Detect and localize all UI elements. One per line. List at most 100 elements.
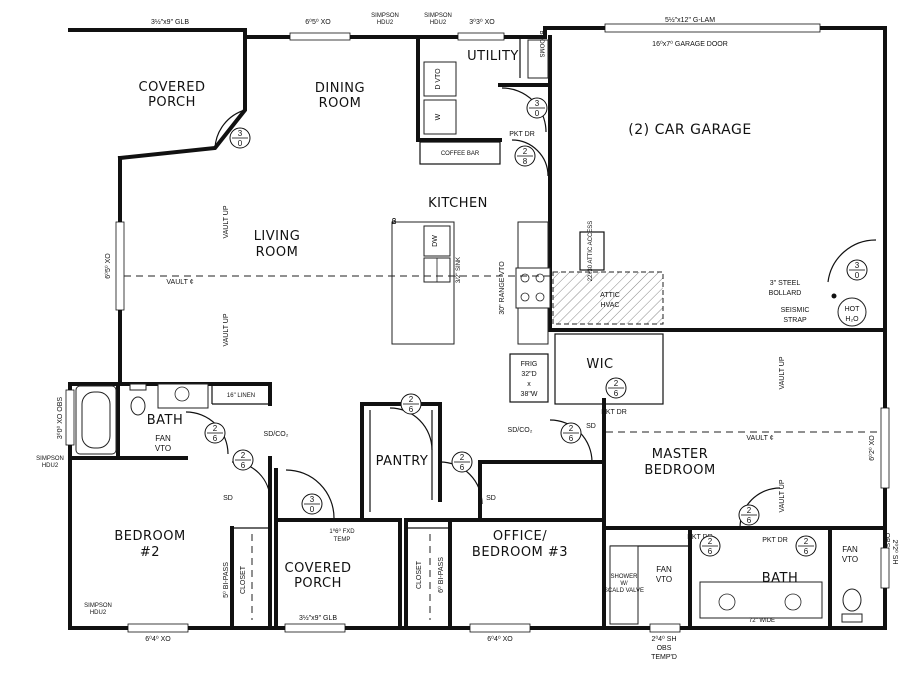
label-bath-window: 3⁰0⁰ XO OBS <box>56 397 64 440</box>
door-tag: 26 <box>795 535 817 557</box>
label-vanity-width: 72" WIDE <box>749 618 775 624</box>
label-vto-master-2: VTO <box>842 555 858 564</box>
door-tag: 30 <box>229 127 251 149</box>
door-tag: 26 <box>699 535 721 557</box>
dishwasher <box>423 225 451 257</box>
label-simpson-top-2b: HDU2 <box>430 20 447 26</box>
label-seismic-2: STRAP <box>783 317 807 324</box>
label-top-window-2: 3⁰3⁰ XO <box>469 18 495 26</box>
vanity-left <box>157 383 209 409</box>
label-brooms: BROOMS <box>538 31 544 58</box>
room-pantry: PANTRY <box>376 454 429 469</box>
toilet-left <box>130 396 146 416</box>
label-bollard-1: 3" STEEL <box>770 280 801 287</box>
label-bottom-sh-3: TEMP'D <box>651 654 677 661</box>
svg-text:6: 6 <box>392 217 397 226</box>
label-fan-master-1: FAN <box>656 565 672 574</box>
door-tag: 26 <box>400 393 422 415</box>
label-sh-window-2: OBS <box>883 533 890 548</box>
room-living-2: ROOM <box>256 245 299 260</box>
label-closet-2: CLOSET <box>416 560 423 589</box>
label-vault-up-master-1: VAULT UP <box>779 356 786 389</box>
washer <box>423 99 457 135</box>
svg-text:6: 6 <box>804 547 809 556</box>
label-sh-window-1: 2⁰2⁰ SH <box>891 539 899 564</box>
label-shower-3: SCALD VALVE <box>604 588 644 594</box>
label-shower-2: W/ <box>620 581 628 587</box>
label-garage-beam: 5½"x12" G-LAM <box>665 16 715 24</box>
door-tag: 26 <box>560 422 582 444</box>
room-dining-2: ROOM <box>319 96 362 111</box>
attic-access <box>579 231 605 271</box>
label-pkt-dr-master-1: PKT DR <box>687 534 713 541</box>
door-tag: 30 <box>301 493 323 515</box>
label-frig-4: 38"W <box>521 391 538 398</box>
svg-text:3: 3 <box>310 495 315 504</box>
svg-text:6: 6 <box>708 547 713 556</box>
svg-text:2: 2 <box>213 424 218 433</box>
room-covered-porch-top-1: COVERED <box>139 80 206 95</box>
svg-text:2: 2 <box>804 537 809 546</box>
door-tag: 26 <box>451 451 473 473</box>
annotations: 3½"x9" GLB 6⁰5⁰ XO SIMPSON HDU2 SIMPSON … <box>36 13 899 661</box>
label-attic-access: 22x30 ATTIC ACCESS <box>588 221 594 282</box>
door-tags: 30 30 28 30 26 26 26 26 26 26 30 26 26 2… <box>204 97 868 557</box>
range <box>515 267 551 309</box>
label-pkt-dr-utility: PKT DR <box>509 131 535 138</box>
label-simpson-bottom-1: SIMPSON <box>84 603 112 609</box>
room-covered-porch-top-2: PORCH <box>148 95 196 110</box>
svg-text:6: 6 <box>460 463 465 472</box>
label-vault-master: VAULT ¢ <box>746 435 773 442</box>
label-simpson-top-1b: HDU2 <box>377 20 394 26</box>
dryer <box>423 61 457 97</box>
toilet-master <box>842 588 862 612</box>
label-fan-left: FAN <box>155 434 171 443</box>
label-frig-2: 32"D <box>521 371 536 378</box>
room-master-1: MASTER <box>652 447 709 462</box>
label-bollard-2: BOLLARD <box>769 290 802 297</box>
svg-text:0: 0 <box>238 139 243 148</box>
label-vault-center: VAULT ¢ <box>166 279 193 286</box>
svg-text:6: 6 <box>241 461 246 470</box>
label-frig-1: FRIG <box>521 361 538 368</box>
room-living-1: LIVING <box>254 229 301 244</box>
svg-text:2: 2 <box>523 147 528 156</box>
svg-text:6: 6 <box>747 516 752 525</box>
label-attic-hvac-2: HVAC <box>601 302 620 309</box>
door-tag: 26 <box>204 422 226 444</box>
svg-text:2: 2 <box>708 537 713 546</box>
room-bath-master: BATH <box>762 571 799 586</box>
water-heater <box>837 297 867 327</box>
room-office-1: OFFICE/ <box>493 529 547 544</box>
label-dryer: D VTO <box>435 68 442 90</box>
svg-text:2: 2 <box>409 395 414 404</box>
shower <box>609 545 639 625</box>
room-master-2: BEDROOM <box>644 463 715 478</box>
label-vault-up-1: VAULT UP <box>223 205 230 238</box>
svg-text:2: 2 <box>747 506 752 515</box>
label-pkt-dr-master-2: PKT DR <box>762 537 788 544</box>
label-bottom-beam: 3½"x9" GLB <box>299 614 337 622</box>
exterior-walls <box>68 26 887 630</box>
label-simpson-bottom-2: HDU2 <box>90 610 107 616</box>
svg-text:0: 0 <box>310 505 315 514</box>
label-closet-1: CLOSET <box>240 565 247 594</box>
room-utility: UTILITY <box>467 49 519 64</box>
label-sd-1: SD <box>223 495 233 502</box>
room-wic: WIC <box>586 357 613 372</box>
door-tag: 26 <box>738 504 760 526</box>
svg-text:2: 2 <box>614 379 619 388</box>
label-bottom-window-2: 6⁰4⁰ XO <box>487 635 513 643</box>
label-bottom-sh-2: OBS <box>657 645 672 652</box>
label-simpson-left-2: HDU2 <box>42 463 59 469</box>
room-kitchen: KITCHEN <box>428 196 488 211</box>
label-sd-co2-2: SD/CO₂ <box>508 427 533 434</box>
svg-text:3: 3 <box>535 99 540 108</box>
label-hot-water-1: HOT <box>845 306 861 313</box>
label-attic-hvac-1: ATTIC <box>600 292 620 299</box>
label-bottom-sh-1: 2⁰4⁰ SH <box>651 635 676 643</box>
label-vault-up-master-2: VAULT UP <box>779 479 786 512</box>
fixtures <box>75 39 880 625</box>
label-sd-3: SD <box>586 423 596 430</box>
